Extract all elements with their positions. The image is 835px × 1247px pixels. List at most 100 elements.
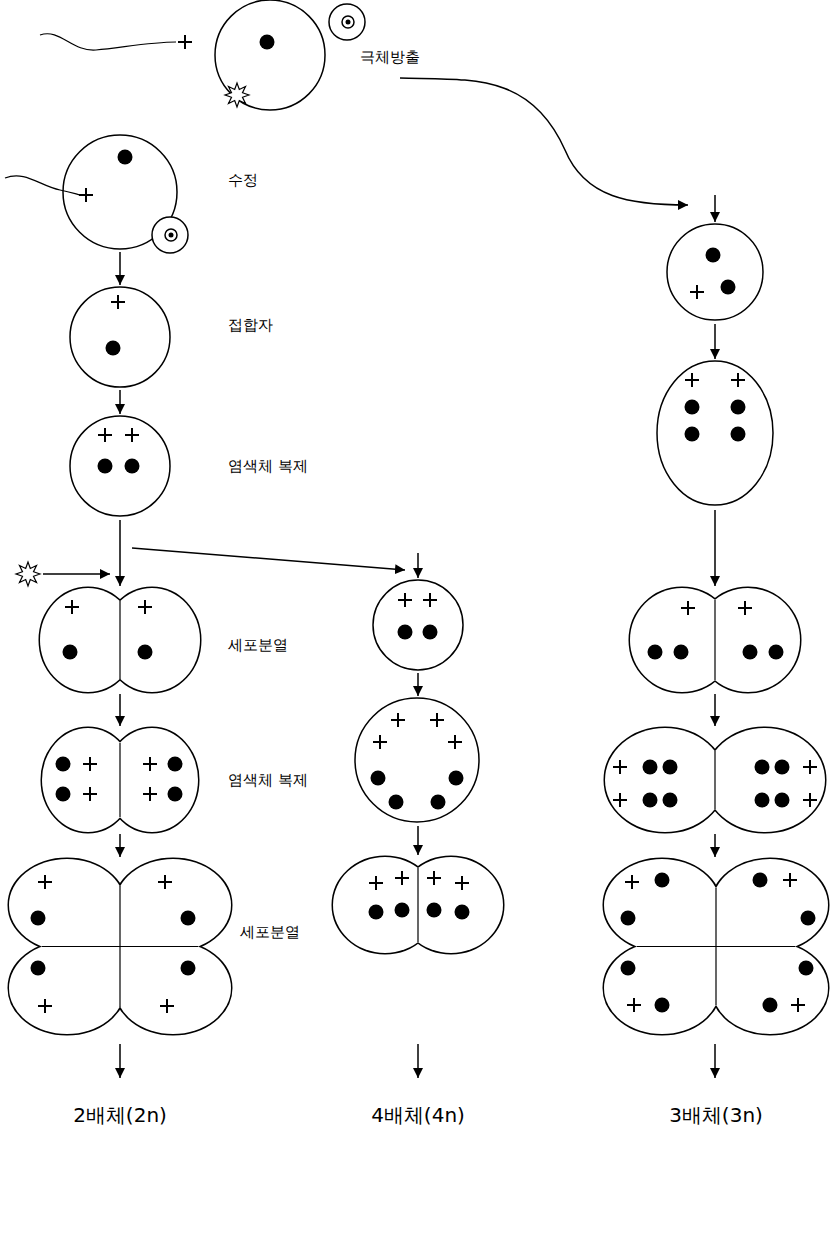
chromosome-dot [56, 787, 71, 802]
arrow [119, 834, 121, 857]
label-text: 수정 [228, 171, 258, 189]
chromosome-dot [674, 645, 689, 660]
plus-sign [398, 593, 412, 607]
chromosome-dot [731, 400, 746, 415]
cell-wall [119, 743, 120, 817]
chromosome-dot [125, 459, 140, 474]
stage-label: 접합자 [228, 316, 273, 334]
chromosome-dot [799, 961, 814, 976]
plus-sign [65, 600, 79, 614]
chromosome-dot [755, 793, 770, 808]
two-cell [605, 728, 825, 832]
plus-sign [373, 735, 387, 749]
label-text: 염색체 복제 [228, 457, 308, 475]
chromosome-dot [371, 771, 386, 786]
chromosome-dot [181, 911, 196, 926]
cell [355, 698, 479, 822]
four-cell [9, 859, 231, 1034]
plus-sign [448, 735, 462, 749]
chromosome-dot [395, 903, 410, 918]
arrow [714, 195, 716, 222]
chromosome-dot [685, 427, 700, 442]
arrow [119, 390, 121, 414]
arrow [132, 548, 405, 570]
plus-sign [369, 876, 383, 890]
chromosome-dot [138, 645, 153, 660]
plus-sign [178, 35, 192, 49]
label-text: 극체방출 [360, 48, 420, 66]
two-cell [40, 588, 200, 692]
plus-sign [627, 998, 641, 1012]
arrow [43, 573, 110, 575]
chromosome-dot [398, 625, 413, 640]
plus-sign [690, 285, 704, 299]
plus-sign [427, 871, 441, 885]
plus-sign [391, 713, 405, 727]
arrow [119, 694, 121, 726]
arrow [417, 826, 419, 855]
chromosome-dot [449, 771, 464, 786]
sperm-tail [40, 34, 176, 50]
chromosome-dot [431, 795, 446, 810]
chromosome-dot [663, 793, 678, 808]
chromosome-dot [63, 645, 78, 660]
two-cell [333, 857, 503, 953]
cell-outline [42, 728, 134, 832]
polar-body [152, 217, 188, 253]
chromosome-dot [648, 645, 663, 660]
chromosome-dot [775, 793, 790, 808]
arrow [714, 510, 716, 586]
plus-sign [455, 876, 469, 890]
plus-sign [423, 593, 437, 607]
label-text: 접합자 [228, 316, 273, 334]
cell-outline [106, 728, 198, 832]
chromosome-dot [731, 427, 746, 442]
cell-wall [714, 751, 715, 809]
cell [70, 416, 170, 516]
plus-sign [138, 600, 152, 614]
plus-sign [143, 757, 157, 771]
chromosome-dot [663, 760, 678, 775]
plus-sign [38, 875, 52, 889]
chromosome-dot [763, 998, 778, 1013]
label-text: 3배체(3n) [669, 1103, 763, 1127]
chromosome-dot [801, 911, 816, 926]
chromosome-dot [769, 645, 784, 660]
polar-body-dot [346, 20, 351, 25]
plus-sign [79, 188, 93, 202]
plus-sign [111, 295, 125, 309]
plus-sign [430, 713, 444, 727]
chromosome-dot [31, 911, 46, 926]
label-text: 세포분열 [240, 923, 300, 941]
chromosome-dot [685, 400, 700, 415]
chromosome-dot [455, 905, 470, 920]
chromosome-dot [655, 873, 670, 888]
chromosome-dot [655, 998, 670, 1013]
arrow [119, 520, 121, 586]
plus-sign [685, 373, 699, 387]
chromosome-dot [260, 35, 275, 50]
cell-wall [417, 868, 418, 942]
cell-wall [42, 946, 198, 947]
plus-sign [613, 793, 627, 807]
plus-sign [98, 428, 112, 442]
sperm-tail [5, 176, 80, 195]
polar-body-nucleus [165, 229, 177, 241]
plus-sign [783, 873, 797, 887]
chromosome-dot [643, 760, 658, 775]
label-text: 2배체(2n) [73, 1103, 167, 1127]
chromosome-dot [168, 757, 183, 772]
arrow [417, 553, 419, 578]
label-text: 염색체 복제 [228, 771, 308, 789]
plus-sign [395, 871, 409, 885]
label-text: 세포분열 [228, 636, 288, 654]
chromosome-dot [389, 795, 404, 810]
cell-wall [119, 601, 120, 679]
plus-sign [158, 875, 172, 889]
arrow [714, 694, 716, 726]
chromosome-dot [181, 961, 196, 976]
chromosome-dot [643, 793, 658, 808]
four-cell [604, 859, 828, 1034]
plus-sign [803, 793, 817, 807]
